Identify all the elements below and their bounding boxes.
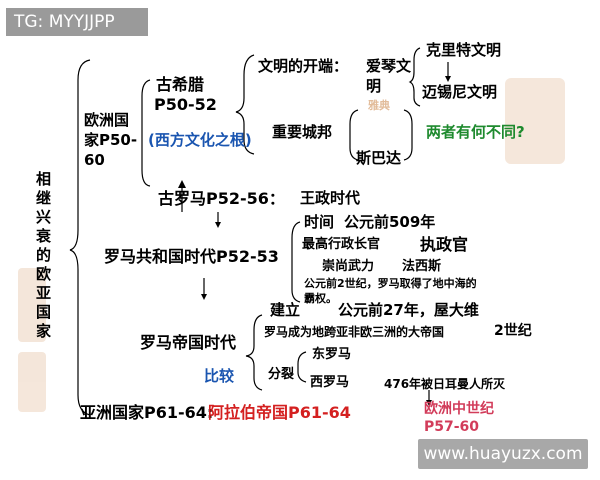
republic-title: 罗马共和国时代P52-53 [104, 247, 279, 266]
west-rome-label: 西罗马 [310, 375, 350, 390]
root-char: 兴 [36, 208, 52, 226]
rome-title: 古罗马P52-56： [158, 189, 285, 208]
root-label: 相 继 兴 衰 的 欧 亚 国 家 [36, 170, 54, 341]
root-char: 国 [36, 303, 52, 321]
root-char: 欧 [36, 265, 52, 283]
republic-time: 公元前509年 [344, 213, 436, 231]
aegean-label-1: 爱琴文 [366, 57, 412, 75]
republic-note-2: 霸权。 [304, 292, 337, 305]
watermark-top: TG: MYYJJPP [6, 8, 148, 36]
root-char: 衰 [36, 227, 52, 245]
sparta-label: 斯巴达 [356, 149, 402, 167]
europe-line: 家P50- [84, 131, 138, 149]
seal-text: 雅典 [368, 99, 390, 112]
europe-line: 欧洲国 [84, 111, 130, 129]
medieval-label-2: P57-60 [424, 419, 480, 435]
greece-note: (西方文化之根) [148, 131, 252, 149]
crete-label: 克里特文明 [426, 41, 502, 59]
kingdom-time-label: 时间 [304, 213, 335, 231]
west-fall-label: 476年被日耳曼人所灭 [384, 377, 506, 391]
republic-note-1: 公元前2世纪，罗马取得了地中海的 [304, 277, 477, 290]
medieval-label-1: 欧洲中世纪 [424, 401, 494, 417]
official-value: 执政官 [420, 235, 469, 254]
martial-label: 崇尚武力 [322, 259, 375, 274]
empire-founded-time: 公元前27年，屋大维 [338, 301, 479, 319]
europe-label: 欧洲国 家P50- 60 [84, 110, 137, 170]
greece-pages: P50-52 [154, 95, 217, 114]
empire-note: 罗马成为地跨亚非欧三洲的大帝国 [264, 325, 445, 339]
east-rome-label: 东罗马 [312, 347, 352, 362]
split-label: 分裂 [268, 367, 295, 382]
kingdom-label: 王政时代 [300, 189, 361, 207]
civ-start-label: 文明的开端： [258, 57, 349, 75]
europe-line: 60 [84, 151, 105, 169]
fascism-label: 法西斯 [402, 259, 442, 274]
aegean-label-2: 明 [366, 77, 382, 95]
root-char: 的 [36, 246, 52, 264]
root-char: 继 [36, 189, 52, 207]
arab-empire-label: 阿拉伯帝国P61-64 [208, 403, 351, 422]
root-char: 亚 [36, 284, 52, 302]
greece-title: 古希腊 [156, 75, 205, 94]
empire-title: 罗马帝国时代 [140, 333, 237, 352]
root-char: 家 [36, 322, 52, 340]
question-label: 两者有何不同? [426, 123, 525, 141]
empire-founded: 建立 [270, 301, 301, 319]
compare-label: 比较 [204, 367, 235, 385]
empire-century: 2世纪 [494, 323, 532, 339]
mycenae-label: 迈锡尼文明 [422, 83, 498, 101]
official-label: 最高行政长官 [302, 237, 381, 252]
asia-label: 亚洲国家P61-64: [80, 403, 214, 422]
root-char: 相 [36, 170, 52, 188]
city-states-label: 重要城邦 [272, 123, 333, 141]
watermark-bottom: www.huayuzx.com [418, 439, 588, 469]
